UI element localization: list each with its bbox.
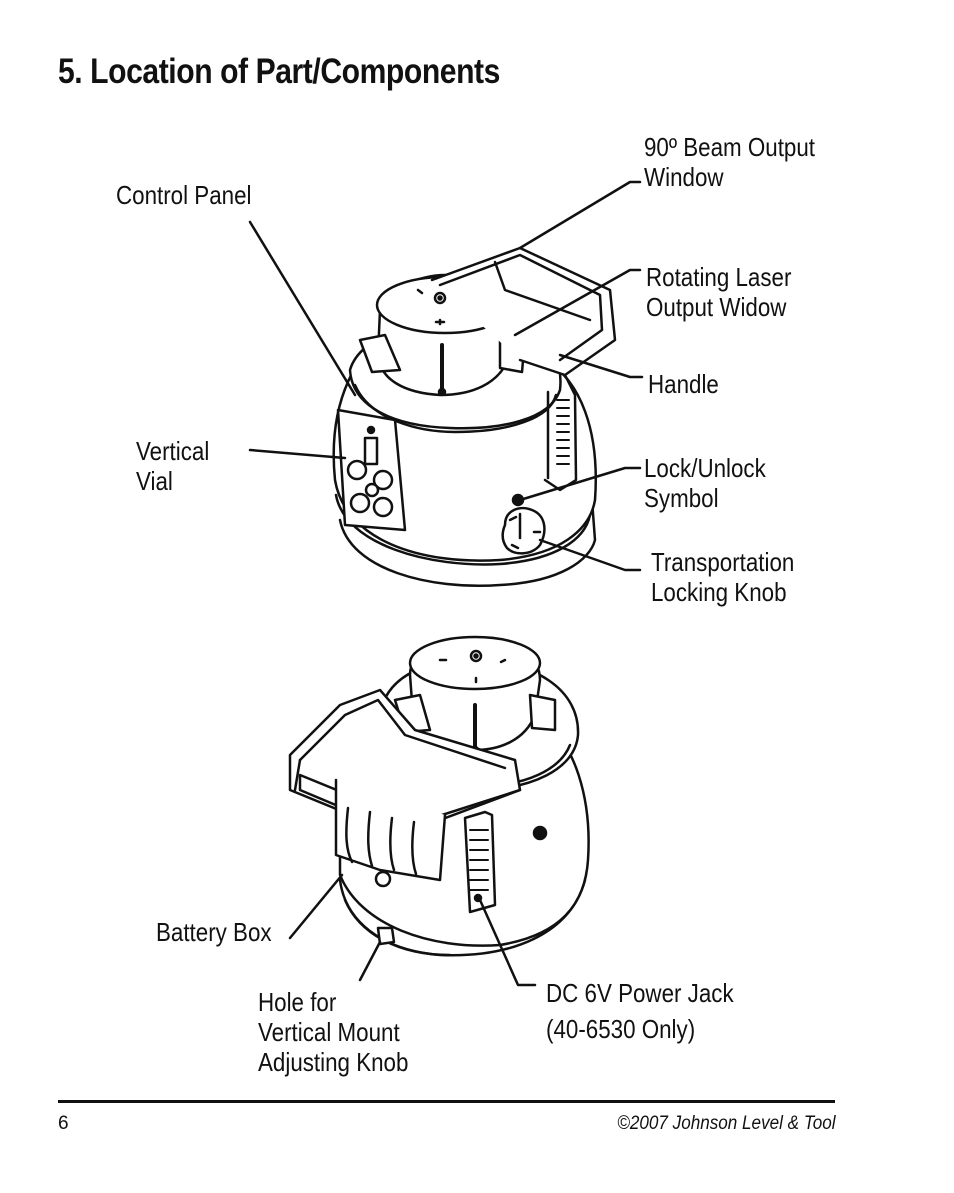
label-transportation-locking-knob: Transportation Locking Knob: [651, 547, 794, 607]
label-line: Transportation: [651, 547, 795, 577]
label-line: Rotating Laser: [646, 262, 792, 292]
label-vertical-vial: Vertical Vial: [136, 436, 209, 496]
label-line: Battery Box: [156, 917, 272, 947]
label-line: Vial: [136, 466, 173, 496]
label-rotating-laser-output: Rotating Laser Output Widow: [646, 262, 791, 322]
page-title: 5. Location of Part/Components: [58, 52, 500, 91]
label-handle: Handle: [648, 369, 719, 399]
copyright-notice: ©2007 Johnson Level & Tool: [617, 1113, 836, 1134]
footer-divider: [58, 1100, 835, 1103]
laser-unit-rear-view: [288, 635, 590, 957]
label-dc-power-jack: DC 6V Power Jack (40-6530 Only): [546, 975, 734, 1047]
label-hole-vertical-mount: Hole for Vertical Mount Adjusting Knob: [258, 987, 408, 1077]
label-line: Window: [644, 162, 724, 192]
label-line: DC 6V Power Jack: [546, 978, 734, 1008]
label-control-panel: Control Panel: [116, 180, 251, 210]
label-line: Locking Knob: [651, 577, 787, 607]
label-line: Hole for: [258, 987, 337, 1017]
label-line: Lock/Unlock: [644, 453, 766, 483]
label-line: 90º Beam Output: [644, 132, 816, 162]
laser-unit-front-view: [332, 246, 617, 587]
label-line: Vertical Mount: [258, 1017, 400, 1047]
label-line: Output Widow: [646, 292, 787, 322]
leader-lines: [248, 180, 644, 987]
label-line: Handle: [648, 369, 719, 399]
page-number: 6: [58, 1113, 69, 1134]
label-line: Vertical: [136, 436, 210, 466]
label-line: Control Panel: [116, 180, 252, 210]
label-lock-unlock-symbol: Lock/Unlock Symbol: [644, 453, 766, 513]
label-battery-box: Battery Box: [156, 917, 272, 947]
label-line: Adjusting Knob: [258, 1047, 409, 1077]
label-beam-output-window: 90º Beam Output Window: [644, 132, 815, 192]
label-line: Symbol: [644, 483, 719, 513]
label-line: (40-6530 Only): [546, 1014, 696, 1044]
